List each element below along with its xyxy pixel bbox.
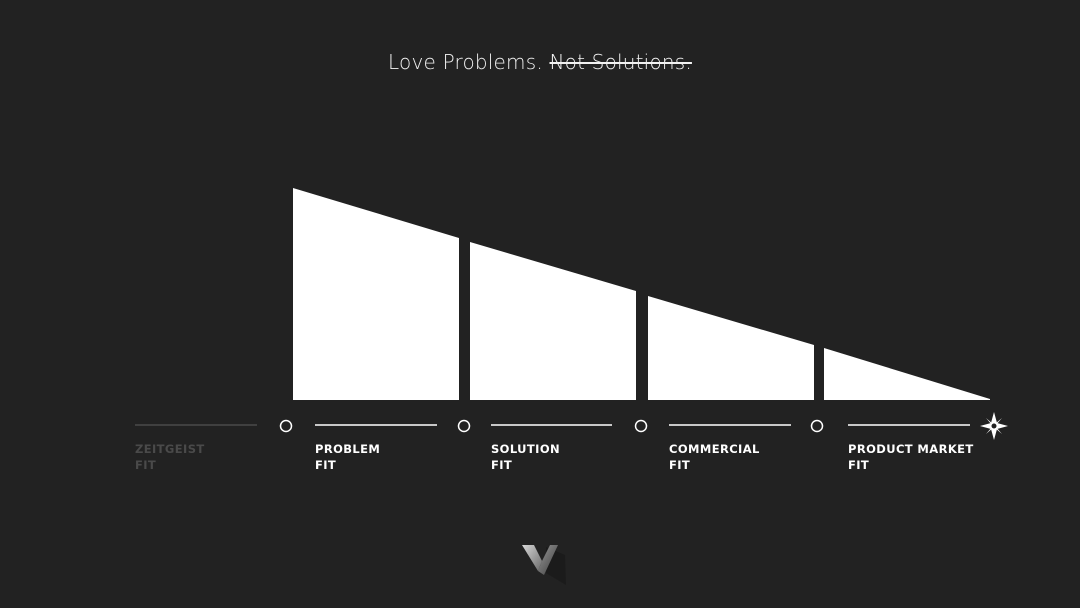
solution-fit-block [470,242,636,400]
stage-label-zeitgeist: ZEITGEIST FIT [135,442,205,472]
milestone-3-icon [634,419,648,433]
slide-title: Love Problems. Not Solutions. [0,50,1080,74]
stage-label-solution: SOLUTION FIT [491,442,561,472]
title-struck: Not Solutions. [549,50,692,74]
compass-star-icon [980,412,1008,440]
title-main: Love Problems. [388,50,543,74]
milestone-2-icon [457,419,471,433]
commercial-fit-block [648,296,814,400]
stage-label-commercial: COMMERCIAL FIT [669,442,760,472]
milestone-4-icon [810,419,824,433]
stage-label-product-market: PRODUCT MARKET FIT [848,442,974,472]
v-logo-icon [522,545,566,585]
milestone-1-icon [279,419,293,433]
product-market-fit-block [824,348,990,400]
problem-fit-block [293,188,459,400]
stage-label-problem: PROBLEM FIT [315,442,381,472]
